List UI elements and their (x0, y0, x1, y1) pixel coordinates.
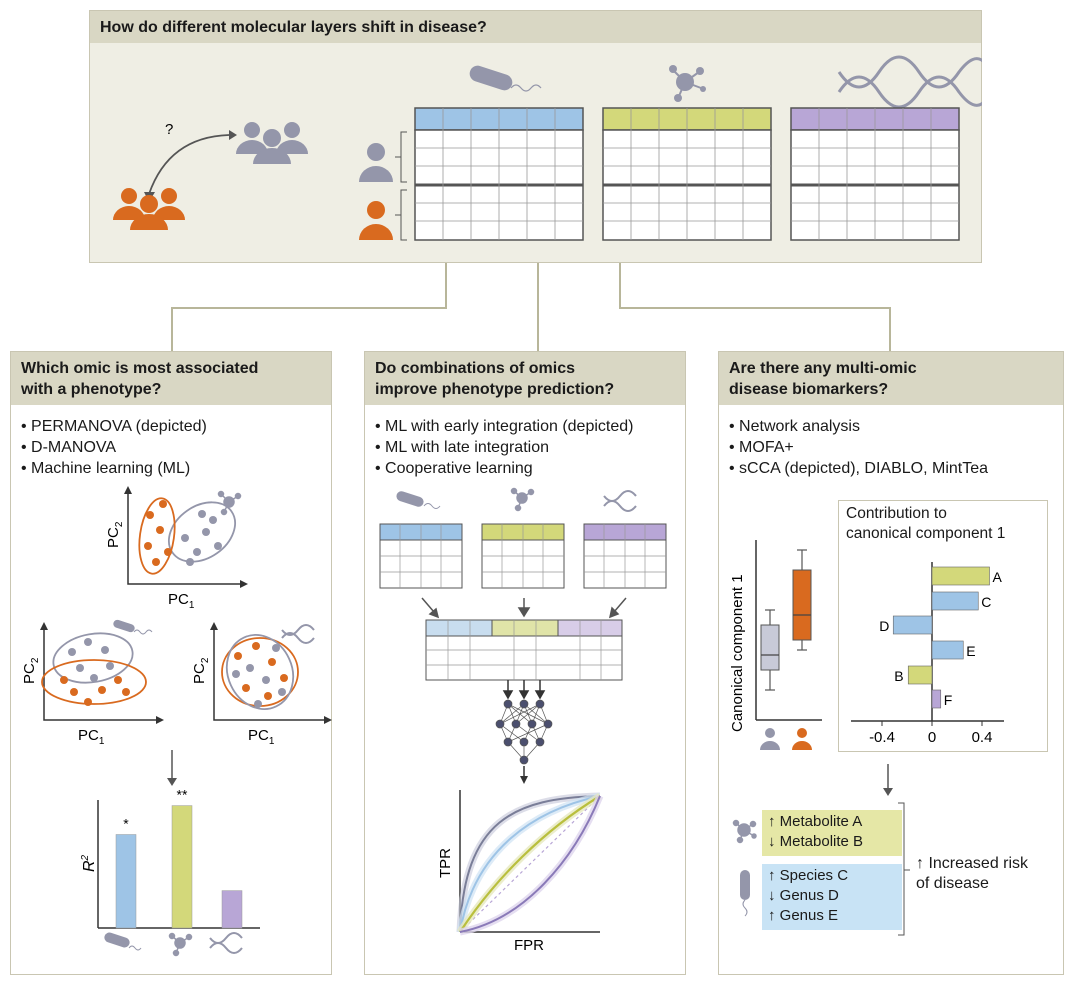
r2-bar-chart: R2 *** (80, 787, 260, 957)
r2-bar (171, 805, 193, 929)
box-body (792, 569, 812, 641)
significance-label: * (123, 816, 129, 832)
disease-group-icon (113, 188, 185, 230)
bullet-item: ML with late integration (375, 437, 633, 458)
bullet-item: Machine learning (ML) (21, 458, 207, 479)
contribution-bar (931, 566, 990, 586)
contribution-bar-label: B (894, 668, 903, 684)
roc-x-label: FPR (514, 937, 544, 954)
contribution-bar-label: A (993, 569, 1003, 585)
roc-y-label: TPR (437, 848, 454, 878)
svg-text:PC1: PC1 (248, 727, 275, 747)
panel3-bullets: Network analysis MOFA+ sCCA (depicted), … (729, 416, 988, 479)
biomarker-item: ↑ Metabolite A (768, 813, 863, 830)
contribution-bar (907, 665, 933, 685)
top-panel-title: How do different molecular layers shift … (90, 11, 981, 43)
metabolome-table (602, 107, 772, 241)
microbiome-table (414, 107, 584, 241)
risk-label: ↑ Increased risk of disease (916, 855, 1029, 892)
bullet-item: sCCA (depicted), DIABLO, MintTea (729, 458, 988, 479)
contribution-bar (931, 591, 979, 611)
panel2-bullets: ML with early integration (depicted) ML … (375, 416, 633, 479)
box-body (760, 624, 780, 671)
panel1-graphics: PC1 PC2 PC1 PC2 PC1 PC2 R2 *** (21, 486, 332, 957)
host-genome-table (790, 107, 960, 241)
significance-label: ** (177, 787, 188, 803)
disease-person-icon (359, 201, 393, 240)
top-illustration: ? (113, 55, 982, 241)
control-person-icon (359, 143, 393, 182)
panel1-bullets: PERMANOVA (depicted) D-MANOVA Machine le… (21, 416, 207, 479)
control-group-icon (236, 122, 308, 164)
panel2-graphics: TPR FPR (379, 487, 667, 954)
r2-axis-label: R2 (80, 854, 98, 872)
biomarker-item: ↑ Genus E (768, 907, 839, 924)
microbiome-mini-table (379, 523, 463, 589)
dna-icon (837, 55, 982, 109)
x-tick-label: -0.4 (869, 729, 895, 746)
metabolite-biomarkers: ↑ Metabolite A ↓ Metabolite B (762, 810, 902, 856)
boxplot-ylabel: Canonical component 1 (729, 574, 746, 732)
panel1-title: Which omic is most associated with a phe… (11, 352, 331, 405)
pca-plot-microbiome: PC1 PC2 (21, 619, 164, 747)
contribution-bar-label: E (966, 643, 975, 659)
bullet-item: PERMANOVA (depicted) (21, 416, 207, 437)
bullet-item: D-MANOVA (21, 437, 207, 458)
contribution-bar-label: F (944, 692, 953, 708)
biomarker-item: ↓ Genus D (768, 887, 839, 904)
host-mini-table (583, 523, 667, 589)
contribution-bar-label: D (879, 618, 889, 634)
r2-bar (115, 834, 137, 929)
taxa-biomarkers: ↑ Species C ↓ Genus D ↑ Genus E (762, 864, 902, 930)
svg-text:PC1: PC1 (78, 727, 105, 747)
panel2-title: Do combinations of omics improve phenoty… (365, 352, 685, 405)
svg-text:PC2: PC2 (105, 521, 125, 548)
biomarker-item: ↑ Species C (768, 867, 849, 884)
roc-plot: TPR FPR (437, 790, 604, 954)
panel-omic-association: Which omic is most associated with a phe… (10, 351, 332, 975)
metabolite-icon (669, 65, 706, 102)
bullet-item: ML with early integration (depicted) (375, 416, 633, 437)
x-tick-label: 0.4 (972, 729, 993, 746)
curved-double-arrow (148, 134, 230, 195)
contribution-bar (931, 689, 942, 709)
control-person-icon (760, 728, 780, 750)
microbe-icon (469, 65, 542, 92)
svg-text:PC2: PC2 (191, 657, 211, 684)
connector-lines (171, 263, 891, 353)
contribution-bar (931, 640, 964, 660)
bullet-item: Network analysis (729, 416, 988, 437)
neural-network (495, 699, 553, 765)
disease-person-icon (792, 728, 812, 750)
bullet-item: MOFA+ (729, 437, 988, 458)
pca-plot-metabolome: PC1 PC2 (105, 486, 248, 611)
contribution-bar-chart: AC D E B F -0.4 0 0.4 (851, 562, 1004, 746)
biomarker-item: ↓ Metabolite B (768, 833, 864, 850)
svg-text:PC2: PC2 (21, 657, 41, 684)
panel3-title: Are there any multi-omic disease biomark… (719, 352, 1063, 405)
canonical-boxplot: Canonical component 1 (729, 540, 822, 750)
panel3-graphics: Canonical component 1 AC D E B F -0.4 0 0.4 (729, 540, 1004, 936)
contribution-chart-frame (838, 500, 1048, 752)
contribution-bar (892, 615, 933, 635)
metabolome-mini-table (481, 523, 565, 589)
question-mark: ? (165, 121, 173, 138)
x-tick-label: 0 (928, 729, 936, 746)
pca-plot-host-genome: PC1 PC2 (191, 622, 332, 747)
combined-table (425, 619, 623, 681)
svg-text:PC1: PC1 (168, 591, 195, 611)
r2-bar (221, 890, 243, 929)
bullet-item: Cooperative learning (375, 458, 633, 479)
contribution-title: Contribution to canonical component 1 (846, 505, 1006, 542)
contribution-bar-label: C (981, 594, 991, 610)
